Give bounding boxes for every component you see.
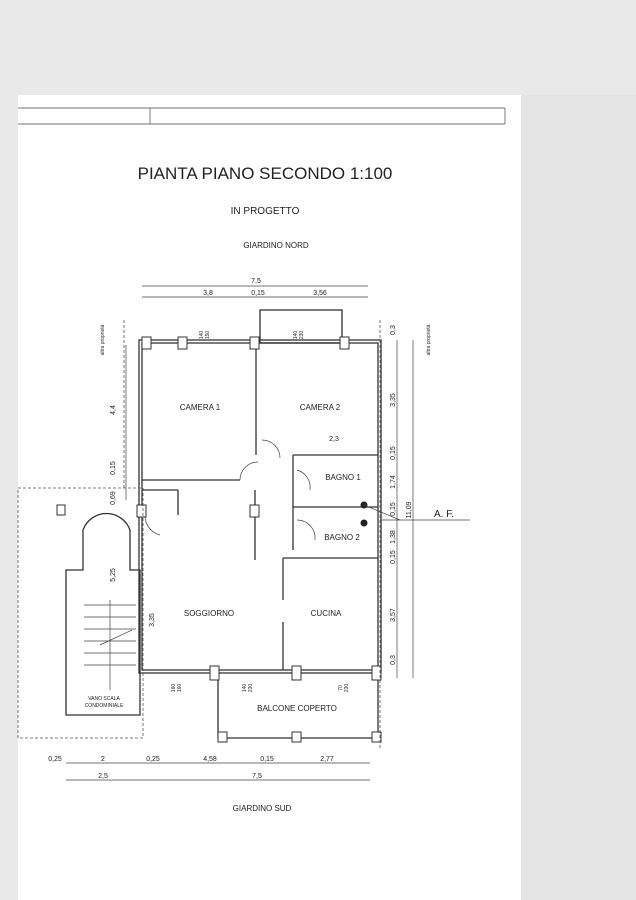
window-width: 140: [199, 331, 205, 340]
neighbor-label-right: altra proprietà: [426, 324, 432, 355]
dim-right: 0,15: [390, 446, 397, 460]
north-label: GIARDINO NORD: [243, 241, 309, 250]
af-marker: A. F.: [360, 501, 470, 527]
room-labels: CAMERA 1 CAMERA 2 BAGNO 1 BAGNO 2 SOGGIO…: [85, 403, 362, 713]
window-height: 230: [299, 331, 305, 340]
room-bagno-2: BAGNO 2: [324, 533, 360, 542]
dim-bottom: 2: [101, 756, 105, 763]
dim-top: 0,15: [251, 290, 265, 297]
dimensions: 7,5 3,8 0,15 3,56 0,25 2 0,25 4,58 0,15 …: [48, 278, 432, 781]
dim-right: 0,15: [390, 550, 397, 564]
room-scala-line2: CONDOMINIALE: [85, 703, 124, 709]
room-soggiorno: SOGGIORNO: [184, 609, 234, 618]
window-width: 140: [293, 331, 299, 340]
window-width: 70: [338, 685, 344, 691]
window-width: 160: [171, 684, 177, 693]
dim-left: 4,4: [110, 405, 117, 415]
dim-bottom: 0,25: [146, 756, 160, 763]
room-balcone: BALCONE COPERTO: [257, 704, 337, 713]
dim-right: 3,35: [390, 393, 397, 407]
room-camera-2: CAMERA 2: [300, 403, 341, 412]
dim-bottom-total: 7,5: [252, 773, 262, 780]
dim-camera2: 2,3: [329, 436, 339, 443]
dim-right: 3,57: [390, 608, 397, 622]
dim-right: 0,3: [390, 655, 397, 665]
dim-bottom: 4,58: [203, 756, 217, 763]
walls: [17, 309, 382, 750]
dim-left: 0,15: [110, 461, 117, 475]
room-bagno-1: BAGNO 1: [325, 473, 361, 482]
room-scala-line1: VANO SCALA: [88, 696, 120, 702]
neighbor-label-left: altra proprietà: [100, 324, 106, 355]
dim-right: 1,38: [390, 530, 397, 544]
dim-right: 0,3: [390, 325, 397, 335]
south-label: GIARDINO SUD: [233, 804, 292, 813]
room-cucina: CUCINA: [311, 609, 342, 618]
dim-bottom: 2,77: [320, 756, 334, 763]
dim-right: 1,74: [390, 475, 397, 489]
plan-subtitle: IN PROGETTO: [231, 206, 300, 217]
window-labels: 140 150 140 230 160 160 140 230 70 230: [171, 331, 350, 693]
room-camera-1: CAMERA 1: [180, 403, 221, 412]
window-width: 140: [242, 684, 248, 693]
dim-left: 0,69: [110, 491, 117, 505]
window-height: 160: [177, 684, 183, 693]
dim-right: 0,15: [390, 502, 397, 516]
plan-title: PIANTA PIANO SECONDO 1:100: [138, 164, 393, 183]
dim-top: 3,56: [313, 290, 327, 297]
dim-top-total: 7,5: [251, 278, 261, 285]
dim-soggiorno: 3,35: [149, 613, 156, 627]
dim-bottom: 0,15: [260, 756, 274, 763]
dim-bottom-total: 2,5: [98, 773, 108, 780]
dim-bottom: 0,25: [48, 756, 62, 763]
dim-right-total: 11,09: [406, 501, 413, 518]
dim-top: 3,8: [203, 290, 213, 297]
dim-left: 5,25: [110, 568, 117, 582]
af-label: A. F.: [434, 509, 454, 520]
window-height: 230: [248, 684, 254, 693]
window-height: 230: [344, 684, 350, 693]
paper-sheet: [18, 95, 521, 900]
window-height: 150: [205, 331, 211, 340]
